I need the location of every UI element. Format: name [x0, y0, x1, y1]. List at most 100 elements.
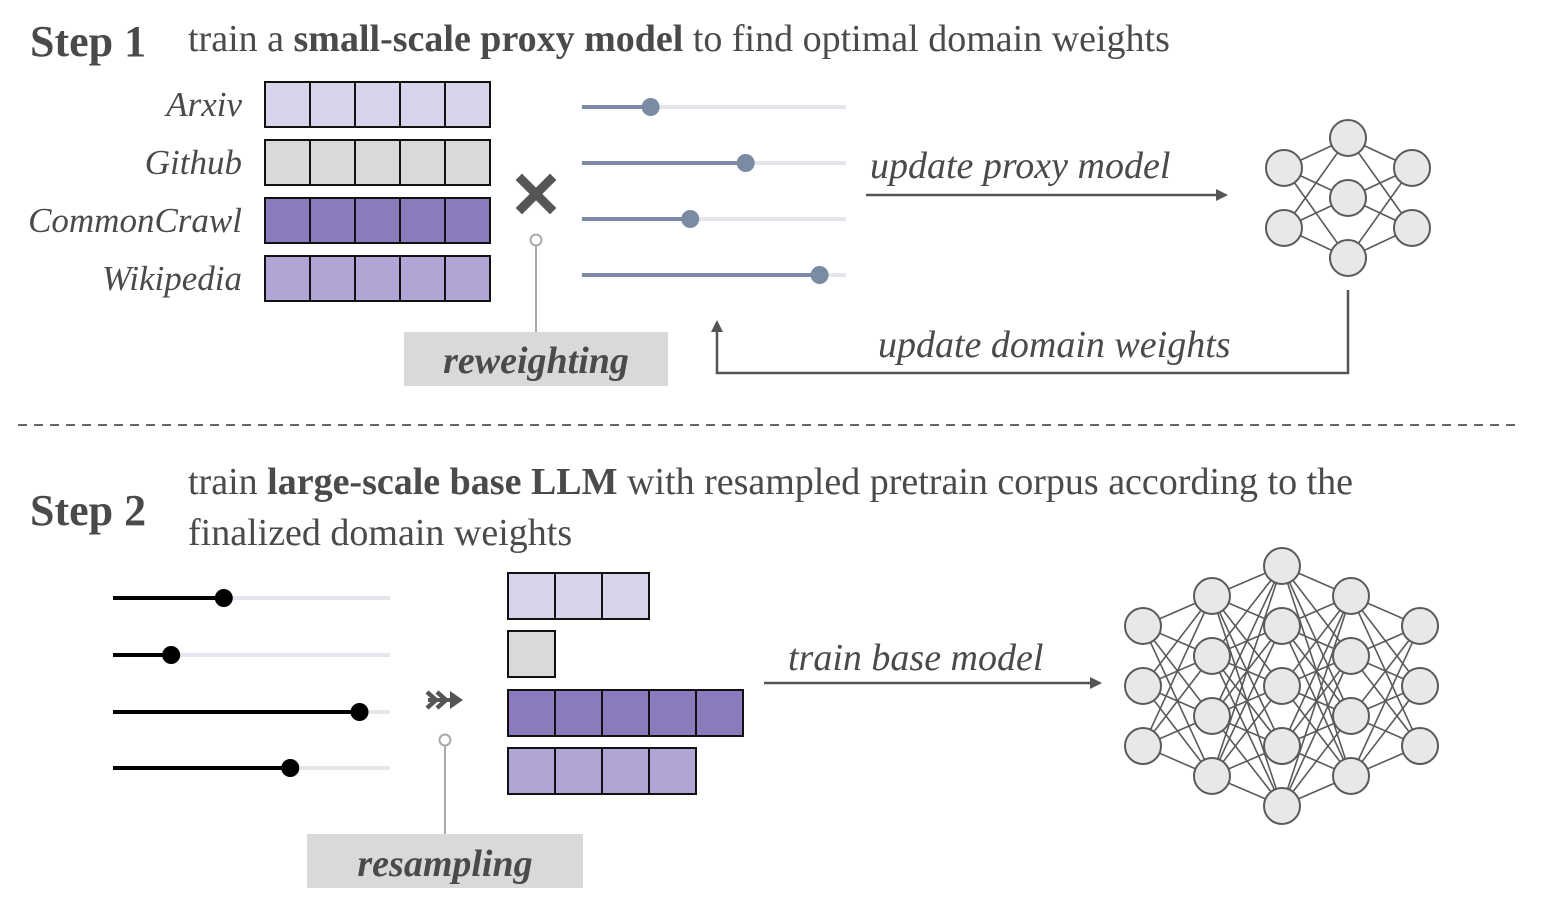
network-node: [1124, 607, 1162, 645]
domain-block-wikipedia: [354, 255, 401, 302]
proxy-slider-knob: [641, 98, 660, 116]
network-node: [1332, 757, 1370, 795]
step2-description: train large-scale base LLM with resample…: [188, 461, 1353, 503]
train-base-arrow: train base model: [764, 637, 1102, 689]
final-weight-sliders: [113, 589, 390, 777]
network-node: [1263, 547, 1301, 585]
step2-description-line2: finalized domain weights: [188, 512, 572, 554]
update-weights-label: update domain weights: [878, 324, 1231, 366]
resampled-block-commoncrawl: [648, 689, 697, 737]
network-node: [1393, 149, 1431, 187]
network-node: [1332, 637, 1370, 675]
network-node: [1401, 607, 1439, 645]
domain-block-github: [309, 139, 356, 186]
step2-desc-post: with resampled pretrain corpus according…: [618, 461, 1353, 503]
domain-label-github: Github: [145, 143, 242, 182]
double-arrow-icon: [425, 690, 463, 834]
reweighting-tag: reweighting: [404, 332, 668, 386]
domain-block-wikipedia: [399, 255, 446, 302]
network-node: [1332, 697, 1370, 735]
resampled-block-commoncrawl: [601, 689, 650, 737]
proxy-slider-knob: [681, 210, 700, 228]
domain-block-arxiv: [444, 81, 491, 128]
step2-desc-bold: large-scale base LLM: [267, 461, 617, 503]
domain-block-wikipedia: [264, 255, 311, 302]
domain-labels: Arxiv Github CommonCrawl Wikipedia: [28, 85, 242, 298]
proxy-weight-sliders: [582, 98, 846, 284]
domain-block-github: [264, 139, 311, 186]
network-node: [1193, 637, 1231, 675]
proxy-slider-knob: [810, 266, 829, 284]
resampled-block-arxiv: [601, 572, 650, 620]
network-node: [1332, 577, 1370, 615]
final-slider-knob: [350, 703, 369, 721]
network-node: [1263, 727, 1301, 765]
network-edge: [1281, 655, 1352, 807]
final-slider-knob: [281, 759, 300, 777]
domain-label-arxiv: Arxiv: [164, 85, 242, 124]
network-node: [1329, 119, 1367, 157]
network-edge: [1281, 595, 1352, 747]
network-node: [1329, 179, 1367, 217]
domain-block-github: [399, 139, 446, 186]
network-edge: [1211, 565, 1283, 777]
network-node: [1393, 209, 1431, 247]
network-edge: [1350, 625, 1421, 777]
step1-label: Step 1: [30, 17, 146, 66]
resampled-block-commoncrawl: [554, 689, 603, 737]
resampled-block-wikipedia: [507, 747, 556, 795]
resampled-block-wikipedia: [554, 747, 603, 795]
step1-desc-pre: train a: [188, 18, 294, 60]
network-node: [1263, 787, 1301, 825]
multiply-icon: [515, 173, 557, 332]
network-node: [1265, 149, 1303, 187]
network-edge: [1211, 565, 1283, 717]
resampled-block-github: [507, 630, 556, 678]
train-base-label: train base model: [788, 637, 1043, 679]
domain-block-commoncrawl: [399, 197, 446, 244]
step1-desc-post: to find optimal domain weights: [683, 18, 1170, 60]
network-node: [1193, 757, 1231, 795]
reweighting-label: reweighting: [443, 340, 629, 382]
step1-desc-bold: small-scale proxy model: [294, 18, 684, 60]
network-edge: [1211, 625, 1283, 777]
network-edge: [1211, 565, 1283, 657]
domain-block-github: [444, 139, 491, 186]
resampled-block-commoncrawl: [695, 689, 744, 737]
network-node: [1263, 667, 1301, 705]
resampled-block-arxiv: [507, 572, 556, 620]
network-node: [1124, 667, 1162, 705]
domain-block-commoncrawl: [444, 197, 491, 244]
final-slider-knob: [162, 646, 181, 664]
domain-block-arxiv: [309, 81, 356, 128]
resampled-block-commoncrawl: [507, 689, 556, 737]
domain-block-commoncrawl: [354, 197, 401, 244]
resampling-tag: resampling: [307, 834, 583, 888]
network-node: [1193, 577, 1231, 615]
step2-desc-pre: train: [188, 461, 267, 503]
resampled-domain-blocks: [507, 572, 744, 795]
proxy-model-network-icon: [1265, 119, 1431, 277]
resampling-label: resampling: [357, 843, 532, 885]
domain-label-commoncrawl: CommonCrawl: [28, 201, 242, 240]
domain-block-commoncrawl: [309, 197, 356, 244]
domain-block-arxiv: [399, 81, 446, 128]
network-node: [1265, 209, 1303, 247]
resampled-block-wikipedia: [601, 747, 650, 795]
resampled-block-arxiv: [554, 572, 603, 620]
network-node: [1263, 607, 1301, 645]
step1-description: train a small-scale proxy model to find …: [188, 18, 1170, 60]
network-node: [1193, 697, 1231, 735]
domain-label-wikipedia: Wikipedia: [102, 259, 242, 298]
base-model-network-icon: [1124, 547, 1439, 825]
network-edge: [1281, 595, 1352, 807]
domain-block-commoncrawl: [264, 197, 311, 244]
network-edge: [1211, 685, 1283, 777]
domain-block-arxiv: [354, 81, 401, 128]
network-node: [1401, 727, 1439, 765]
network-node: [1401, 667, 1439, 705]
resampled-block-wikipedia: [648, 747, 697, 795]
update-weights-arrow: update domain weights: [711, 290, 1350, 375]
domain-block-wikipedia: [309, 255, 356, 302]
